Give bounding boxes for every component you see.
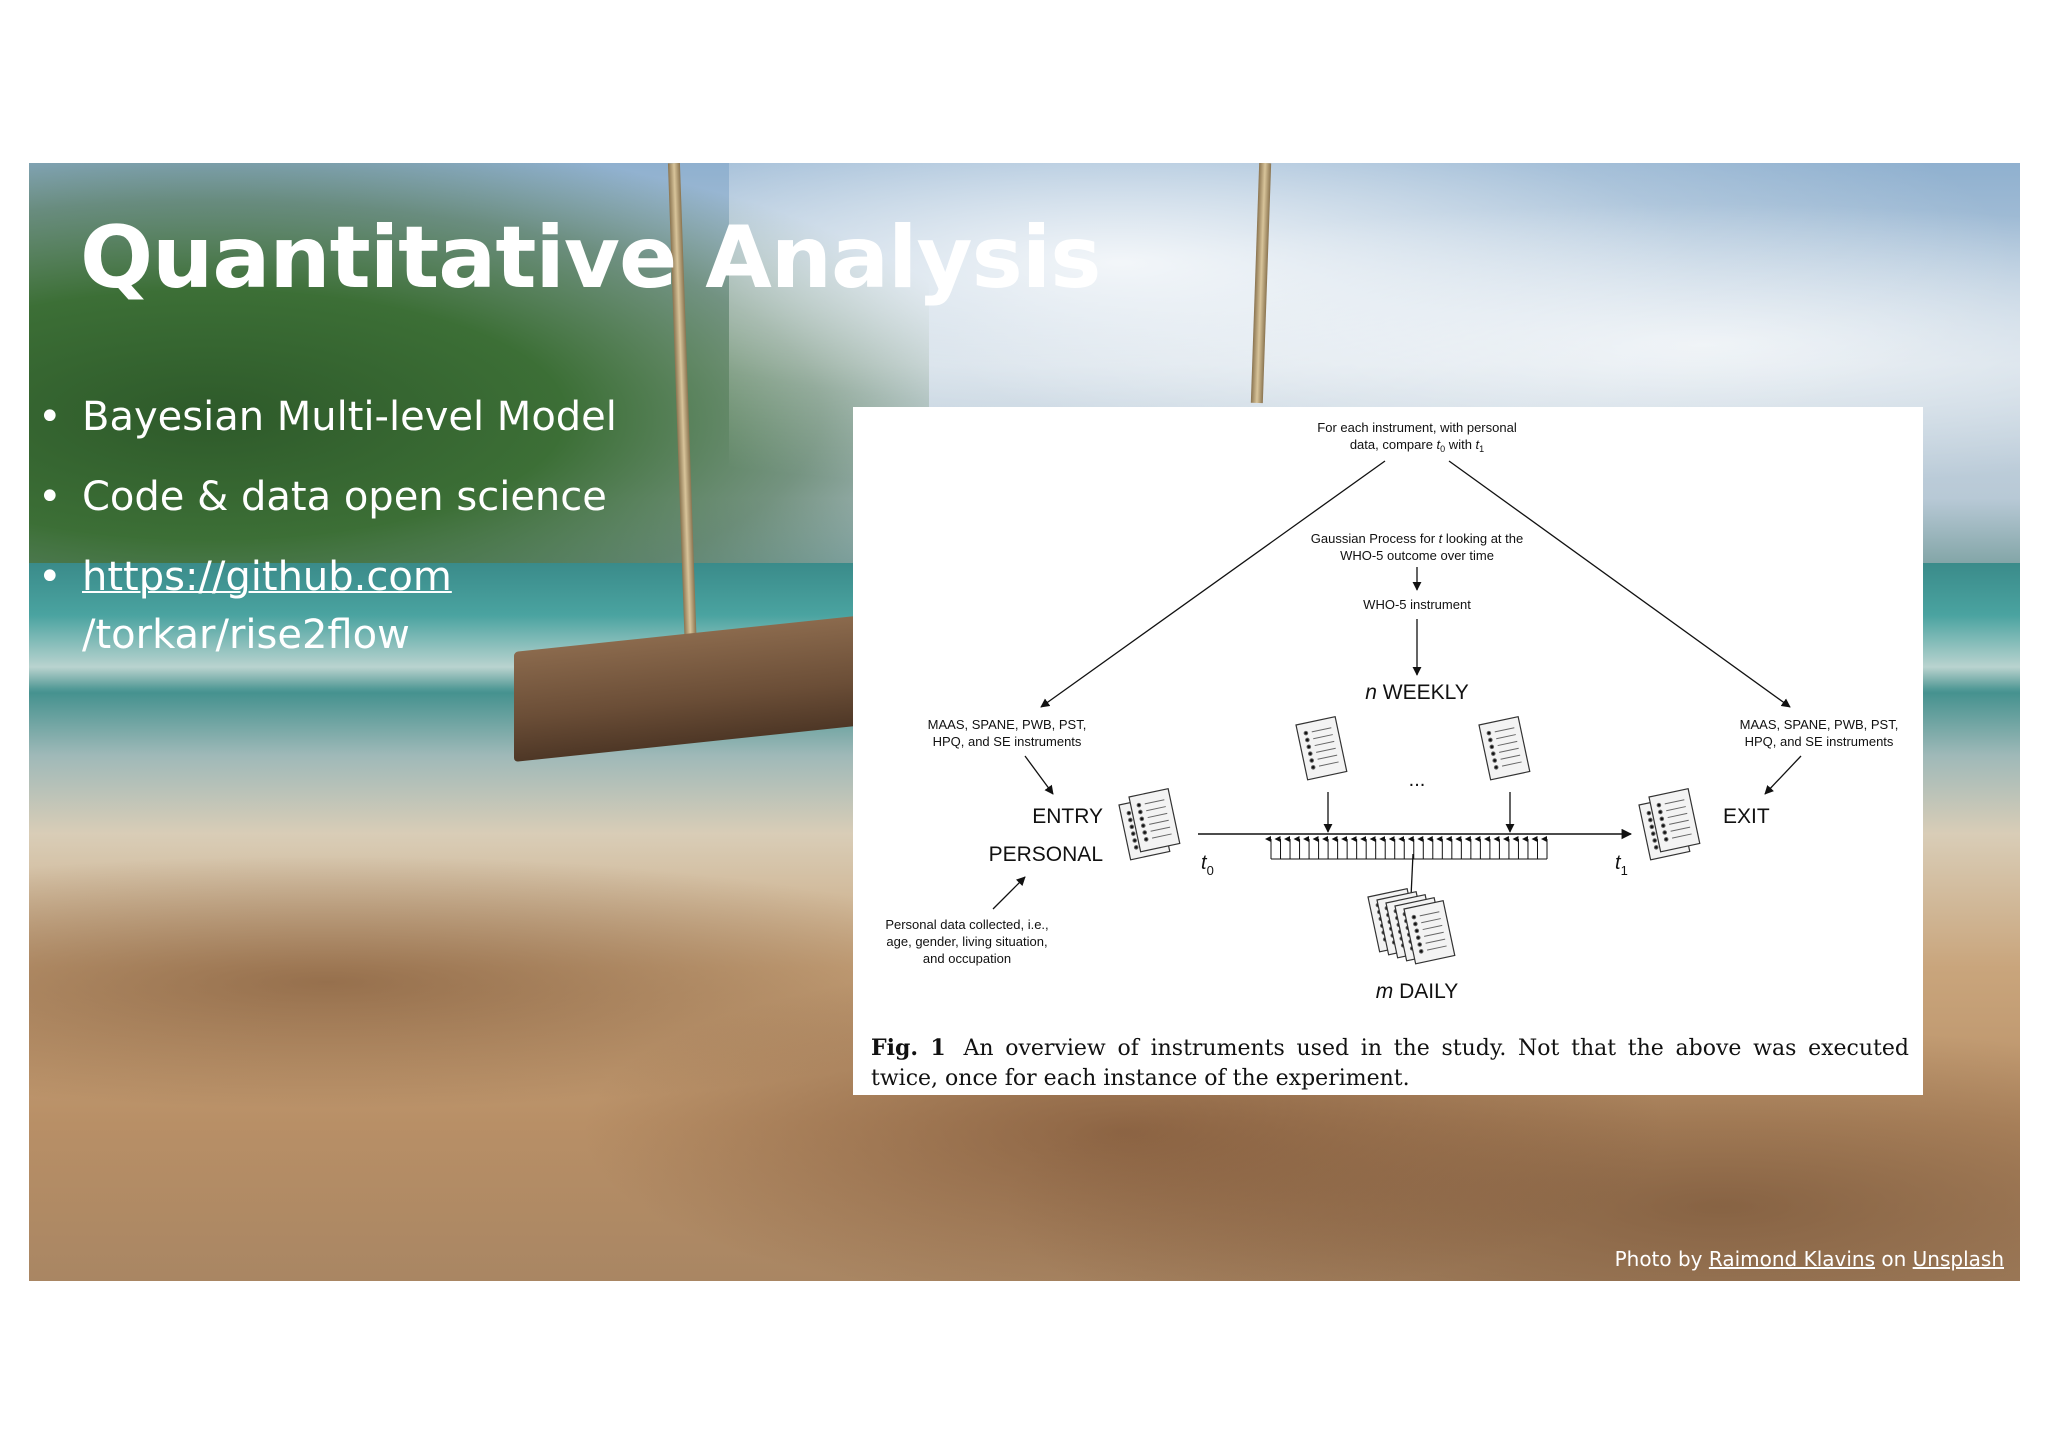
arrow-instruments-to-exit (1764, 755, 1802, 795)
figure-caption: Fig. 1 An overview of instruments used i… (871, 1033, 1909, 1094)
bullet-item: • Bayesian Multi-level Model (38, 388, 617, 446)
caption-text: An overview of instruments used in the s… (871, 1036, 1909, 1091)
weekly-instrument-doc (1478, 716, 1531, 781)
weekly-ellipsis: ... (1409, 769, 1426, 791)
entry-label: ENTRY (1032, 805, 1103, 828)
github-link[interactable]: https://github.com (82, 554, 452, 600)
exit-instruments-line1: MAAS, SPANE, PWB, PST, (1740, 717, 1899, 732)
instrument-overview-diagram: For each instrument, with personal data,… (885, 420, 1899, 1003)
top-note-line1: For each instrument, with personal (1317, 420, 1517, 435)
personal-label: PERSONAL (989, 843, 1103, 866)
credit-prefix: Photo by (1614, 1247, 1709, 1271)
study-figure: For each instrument, with personal data,… (853, 407, 1923, 1095)
personal-note-line2: age, gender, living situation, (886, 934, 1047, 949)
daily-ticks (1265, 836, 1548, 860)
bullet-item: • Code & data open science (38, 468, 617, 526)
arrow-personal-data (992, 876, 1026, 910)
github-link-path: /torkar/rise2flow (82, 612, 410, 658)
photo-credit: Photo by Raimond Klavins on Unsplash (1615, 1247, 2004, 1271)
arrow-to-entry-instruments (1040, 460, 1386, 708)
caption-label: Fig. 1 (871, 1035, 946, 1061)
arrow-instruments-to-entry (1024, 755, 1054, 795)
bullet-text: Code & data open science (82, 474, 607, 520)
gp-note-line2: WHO-5 outcome over time (1340, 548, 1494, 563)
bullet-text: Bayesian Multi-level Model (82, 394, 617, 440)
entry-instruments-line2: HPQ, and SE instruments (933, 734, 1082, 749)
bullet-item: • https://github.com /torkar/rise2flow (38, 548, 617, 664)
slide-title: Quantitative Analysis (80, 208, 1101, 308)
top-note-line2: data, compare t0 with t1 (1350, 437, 1484, 454)
daily-connector (1410, 853, 1414, 898)
photographer-link[interactable]: Raimond Klavins (1708, 1247, 1876, 1271)
exit-label: EXIT (1723, 805, 1770, 828)
bullet-list: • Bayesian Multi-level Model • Code & da… (38, 388, 617, 686)
bullet-dot: • (38, 394, 62, 440)
daily-label: m DAILY (1376, 980, 1458, 1003)
personal-note-line3: and occupation (923, 951, 1011, 966)
t0-label: t0 (1201, 852, 1214, 878)
t1-label: t1 (1615, 852, 1628, 878)
exit-instruments-line2: HPQ, and SE instruments (1745, 734, 1894, 749)
credit-middle: on (1875, 1247, 1913, 1271)
weekly-label: n WEEKLY (1365, 681, 1469, 704)
weekly-instrument-doc (1295, 716, 1348, 781)
who5-label: WHO-5 instrument (1363, 597, 1471, 612)
personal-note-line1: Personal data collected, i.e., (885, 917, 1048, 932)
gp-note-line1: Gaussian Process for t looking at the (1311, 531, 1523, 546)
bullet-dot: • (38, 554, 62, 600)
arrow-to-exit-instruments (1448, 460, 1791, 708)
entry-instruments-line1: MAAS, SPANE, PWB, PST, (928, 717, 1087, 732)
unsplash-link[interactable]: Unsplash (1912, 1247, 2004, 1271)
bullet-dot: • (38, 474, 62, 520)
